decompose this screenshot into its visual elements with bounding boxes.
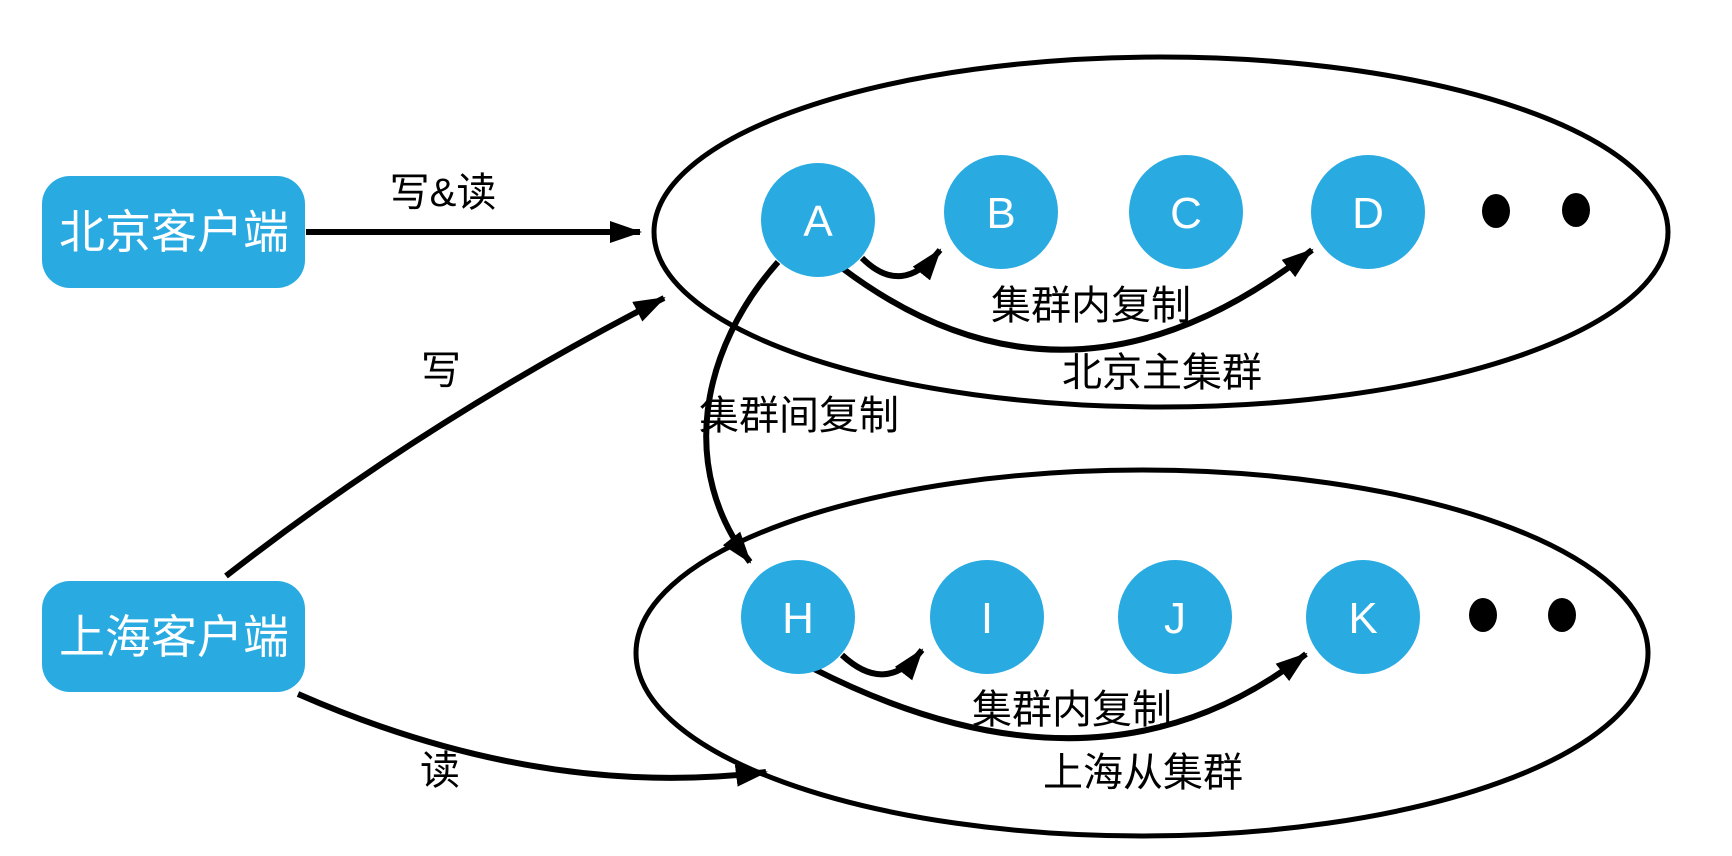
write-arrow [224, 295, 666, 579]
write-label: 写 [421, 349, 461, 393]
shanghai-cluster-name: 上海从集群 [1043, 751, 1243, 795]
inter-cluster-replication-arrow [703, 260, 781, 564]
node-b [944, 155, 1058, 269]
node-b-label: B [986, 189, 1015, 238]
shanghai-intra-replication-arrow-hk [810, 651, 1308, 742]
shanghai-client-label: 上海客户端 [59, 611, 289, 663]
beijing-intra-replication-label: 集群内复制 [991, 284, 1191, 328]
node-a [761, 163, 875, 277]
shanghai-cluster-boundary [633, 467, 1651, 839]
beijing-ellipsis-dot-1 [1482, 194, 1510, 228]
beijing-client-box [42, 176, 305, 288]
node-a-label: A [803, 197, 833, 246]
shanghai-ellipsis-dot-1 [1469, 598, 1497, 632]
node-c-label: C [1170, 189, 1202, 238]
node-j-label: J [1164, 594, 1186, 643]
node-h-label: H [782, 594, 814, 643]
node-d-label: D [1352, 189, 1384, 238]
shanghai-intra-replication-arrow-hi [839, 648, 925, 681]
shanghai-ellipsis-dot-2 [1548, 598, 1576, 632]
beijing-intra-replication-arrow-ad [840, 247, 1314, 353]
shanghai-intra-replication-label: 集群内复制 [972, 688, 1172, 732]
write-read-label: 写&读 [390, 171, 497, 215]
node-d [1311, 155, 1425, 269]
shanghai-client-box [42, 581, 305, 692]
node-i-label: I [981, 594, 993, 643]
node-j [1118, 560, 1232, 674]
inter-cluster-replication-label: 集群间复制 [699, 394, 899, 438]
beijing-cluster-boundary [651, 54, 1671, 410]
beijing-cluster-name: 北京主集群 [1062, 351, 1262, 395]
node-k [1306, 560, 1420, 674]
node-c [1129, 155, 1243, 269]
node-i [930, 560, 1044, 674]
read-label: 读 [420, 749, 460, 793]
read-arrow [296, 691, 768, 787]
beijing-ellipsis-dot-2 [1562, 193, 1590, 227]
node-h [741, 560, 855, 674]
beijing-client-label: 北京客户端 [59, 206, 289, 258]
node-k-label: K [1348, 594, 1377, 643]
beijing-intra-replication-arrow-ab [859, 248, 943, 281]
